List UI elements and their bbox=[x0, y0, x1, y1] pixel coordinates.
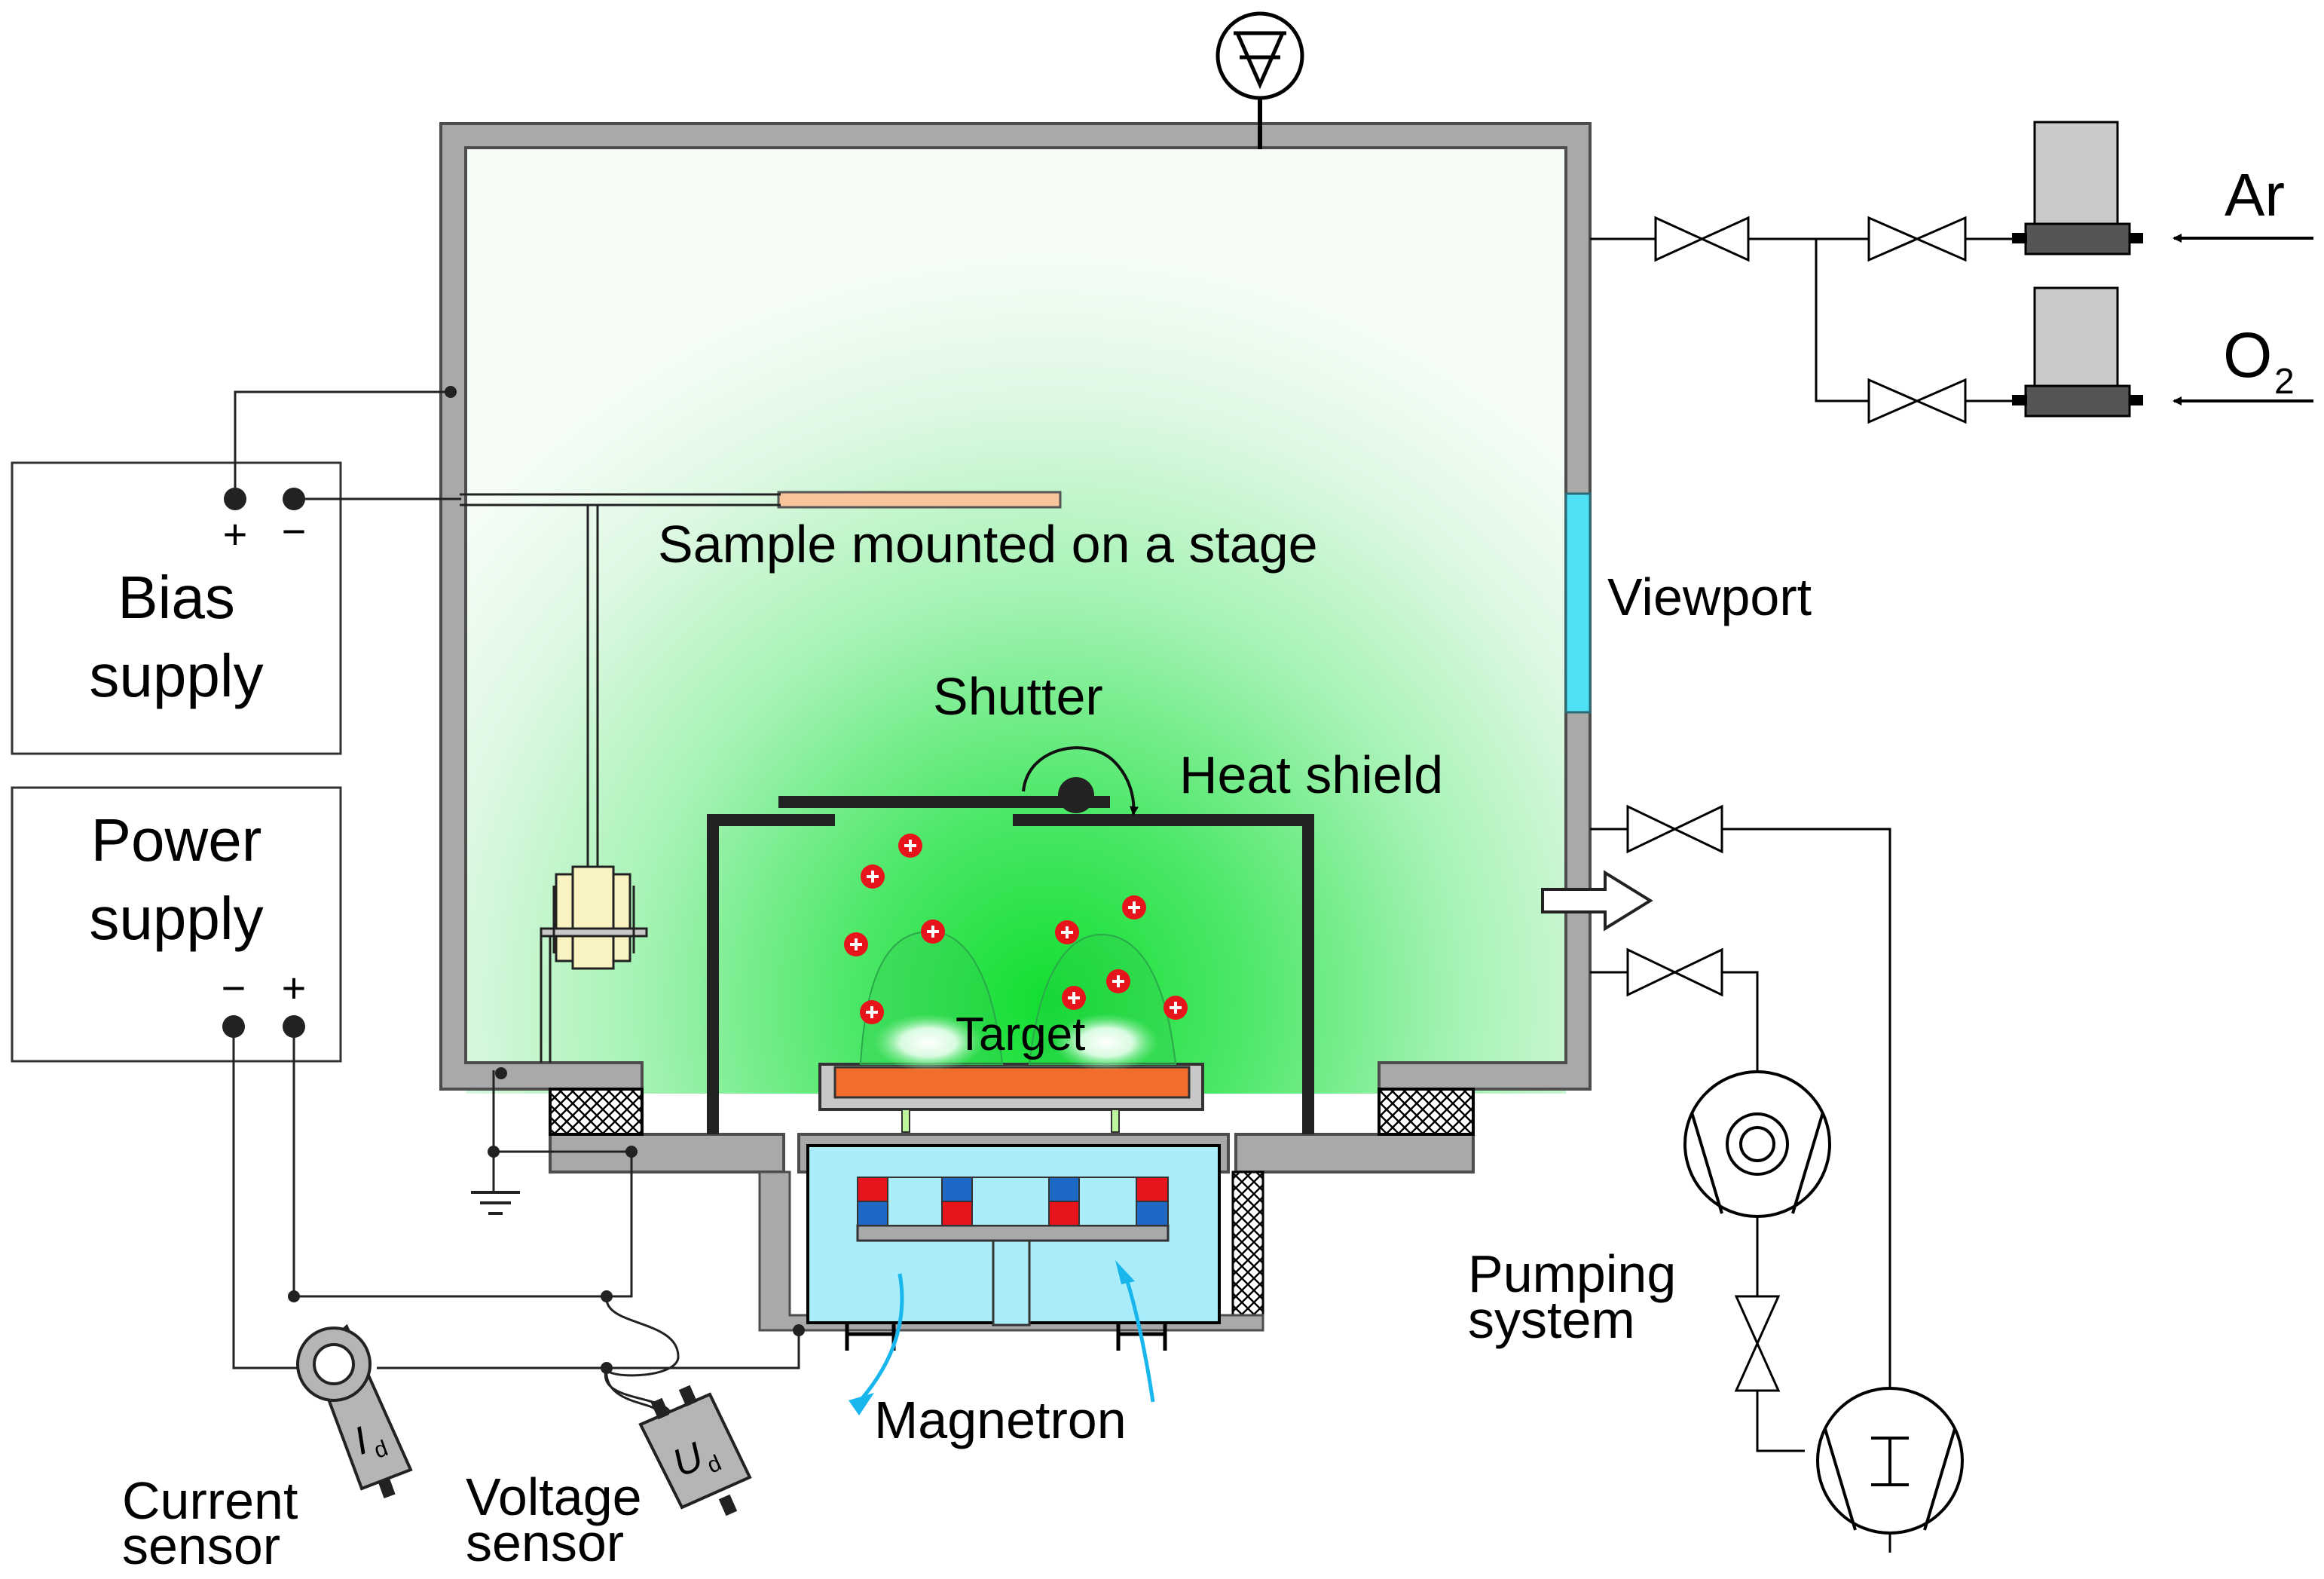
ion-plus-icon bbox=[1106, 969, 1130, 993]
bowtie-valve-icon bbox=[1654, 216, 1750, 262]
bias-supply-label-line2: supply bbox=[89, 642, 263, 709]
bowtie-valve-icon bbox=[1867, 216, 1967, 262]
magnetron-assembly bbox=[758, 1063, 1264, 1415]
shutter bbox=[778, 746, 1139, 816]
plasma-hotspot-right bbox=[1053, 1014, 1159, 1071]
ion-plus-icon bbox=[1122, 895, 1146, 920]
chamber-base-plate-right bbox=[1234, 1133, 1475, 1174]
chamber-interior-glow bbox=[466, 148, 1566, 1094]
coolant-out-arrow bbox=[858, 1273, 904, 1403]
magnetron-housing bbox=[758, 1170, 1264, 1332]
current-sensor-label-line1: Current bbox=[122, 1471, 298, 1530]
pumping-system-label-line1: Pumping bbox=[1468, 1244, 1676, 1303]
power-plus-sign: + bbox=[282, 964, 307, 1011]
gas-inlet-line bbox=[1590, 237, 2012, 402]
pumping-lines bbox=[1590, 828, 1891, 1553]
ground-icon bbox=[471, 1191, 520, 1215]
pump-out-arrow bbox=[1541, 870, 1653, 932]
shutter-rotation-arrow bbox=[1022, 746, 1139, 816]
current-sensor-label-line2: sensor bbox=[122, 1516, 280, 1575]
voltage-sensor-label-line2: sensor bbox=[466, 1513, 624, 1572]
insulator-left bbox=[549, 1088, 644, 1136]
magnet-array bbox=[857, 1177, 1169, 1226]
bowtie-valve-icon bbox=[1734, 1295, 1781, 1392]
mass-flow-controller-icon bbox=[2012, 121, 2143, 256]
voltage-sensor bbox=[638, 1385, 752, 1516]
bias-minus-sign: − bbox=[282, 507, 307, 555]
shutter-label: Shutter bbox=[933, 667, 1103, 726]
power-supply-label-line2: supply bbox=[89, 885, 263, 952]
ion-plus-icon bbox=[860, 1000, 884, 1024]
ion-plus-icon bbox=[921, 920, 945, 944]
power-minus-sign: − bbox=[222, 964, 246, 1011]
viewport-window bbox=[1564, 492, 1592, 714]
chamber-base-plate-left bbox=[549, 1133, 785, 1174]
magnet-yoke bbox=[856, 1224, 1170, 1242]
turbo-pump-icon bbox=[1816, 1387, 1964, 1535]
magnetron-label: Magnetron bbox=[874, 1391, 1127, 1449]
plasma-region bbox=[859, 930, 1177, 1071]
ion-plus-icon bbox=[1164, 996, 1188, 1020]
o2-gas-label: O bbox=[2223, 320, 2272, 390]
pumping-system-label-line2: system bbox=[1468, 1290, 1635, 1349]
pressure-gauge bbox=[1216, 11, 1304, 149]
bias-supply-box bbox=[11, 461, 342, 755]
sample bbox=[777, 491, 1062, 509]
target-label: Target bbox=[956, 1008, 1085, 1060]
stage-feedthrough bbox=[540, 865, 648, 1063]
ar-gas-label: Ar bbox=[2225, 161, 2285, 228]
ion-plus-icon bbox=[898, 834, 922, 858]
bowtie-valve-icon bbox=[1867, 378, 1967, 424]
sample-label: Sample mounted on a stage bbox=[658, 515, 1318, 574]
magnet-yoke-stem bbox=[992, 1239, 1031, 1327]
current-sensor bbox=[296, 1323, 413, 1499]
vacuum-chamber bbox=[439, 122, 1592, 1174]
magnetron-outer-insulator-right bbox=[1231, 1170, 1264, 1332]
ion-plus-icon bbox=[1055, 920, 1079, 944]
wire-junctions bbox=[288, 386, 805, 1374]
coolant-in-arrow bbox=[1123, 1273, 1155, 1403]
ion-plus-icon bbox=[844, 932, 868, 956]
shutter-plate bbox=[778, 796, 1110, 808]
heat-shield bbox=[707, 814, 1314, 1134]
rotary-pump-icon bbox=[1683, 1070, 1831, 1218]
mass-flow-controller-icon bbox=[2012, 286, 2143, 418]
ion-group bbox=[844, 834, 1188, 1024]
sample-stage bbox=[460, 491, 1062, 1063]
target-plate bbox=[833, 1066, 1191, 1099]
insulator-right bbox=[1378, 1088, 1475, 1136]
ion-plus-icon bbox=[1062, 986, 1086, 1010]
shutter-pivot bbox=[1058, 777, 1094, 813]
power-supply-box bbox=[11, 786, 342, 1063]
bias-plus-sign: + bbox=[223, 510, 248, 558]
plasma-hotspot-left bbox=[873, 1014, 984, 1071]
bowtie-valve-icon bbox=[1626, 804, 1723, 854]
voltage-sensor-label-line1: Voltage bbox=[466, 1467, 642, 1526]
bias-supply-label-line1: Bias bbox=[118, 564, 235, 631]
bowtie-valve-icon bbox=[1626, 947, 1723, 997]
o2-gas-subscript: 2 bbox=[2274, 362, 2295, 402]
ion-plus-icon bbox=[861, 864, 885, 889]
power-supply-label-line1: Power bbox=[91, 806, 262, 874]
viewport-label: Viewport bbox=[1607, 568, 1812, 626]
heat-shield-label: Heat shield bbox=[1179, 745, 1443, 804]
